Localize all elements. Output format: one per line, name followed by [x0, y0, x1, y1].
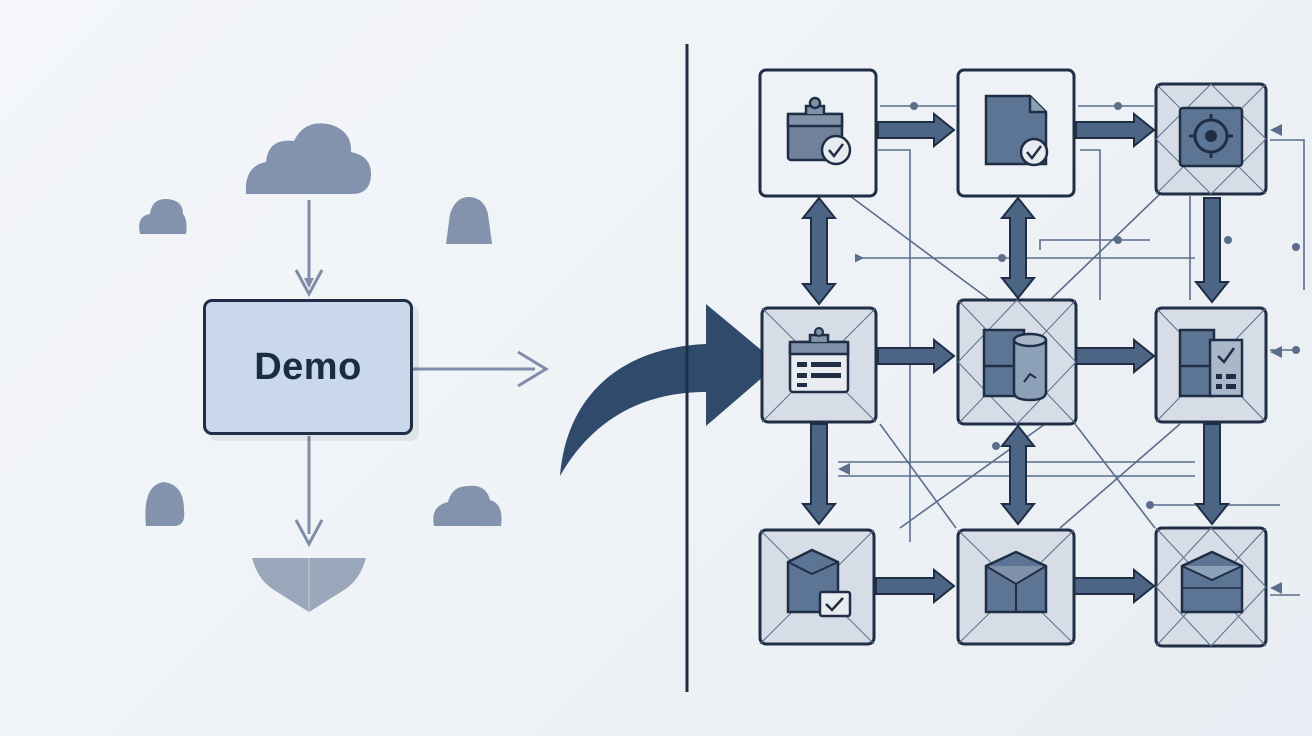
database-chart-icon — [982, 328, 1048, 402]
grid-node-target — [1154, 82, 1268, 196]
arrowhead-right — [517, 350, 549, 388]
spreadsheet-check-icon — [1178, 328, 1244, 398]
target-settings-icon — [1178, 106, 1244, 168]
cloud-icon — [245, 123, 372, 194]
transform-arrow — [560, 304, 778, 476]
bell-shape-icon — [446, 196, 492, 244]
grid-node-box — [956, 528, 1076, 646]
cloud-small-icon — [139, 198, 187, 234]
id-card-clipboard-icon — [788, 327, 850, 394]
grid-node-form — [760, 306, 878, 424]
cube-icon — [1180, 550, 1244, 614]
demo-node-label: Demo — [254, 345, 362, 388]
grid-node-database — [956, 298, 1078, 426]
blob-icon — [145, 482, 185, 526]
clipboard-check-icon — [786, 96, 852, 166]
grid-node-cube — [1154, 526, 1268, 648]
arrowhead-top — [294, 269, 324, 298]
demo-node: Demo — [203, 299, 413, 435]
grid-node-document — [956, 68, 1076, 198]
arrowhead-bottom — [294, 519, 324, 548]
complex-grid — [758, 68, 1305, 648]
grid-node-package — [758, 528, 876, 646]
open-box-icon — [984, 550, 1048, 614]
left-flow — [139, 123, 549, 612]
cloud-small-icon-2 — [433, 485, 502, 526]
grid-node-spreadsheet — [1154, 306, 1268, 424]
grid-node-clipboard — [758, 68, 878, 198]
document-check-icon — [984, 94, 1049, 167]
package-check-icon — [786, 548, 852, 618]
